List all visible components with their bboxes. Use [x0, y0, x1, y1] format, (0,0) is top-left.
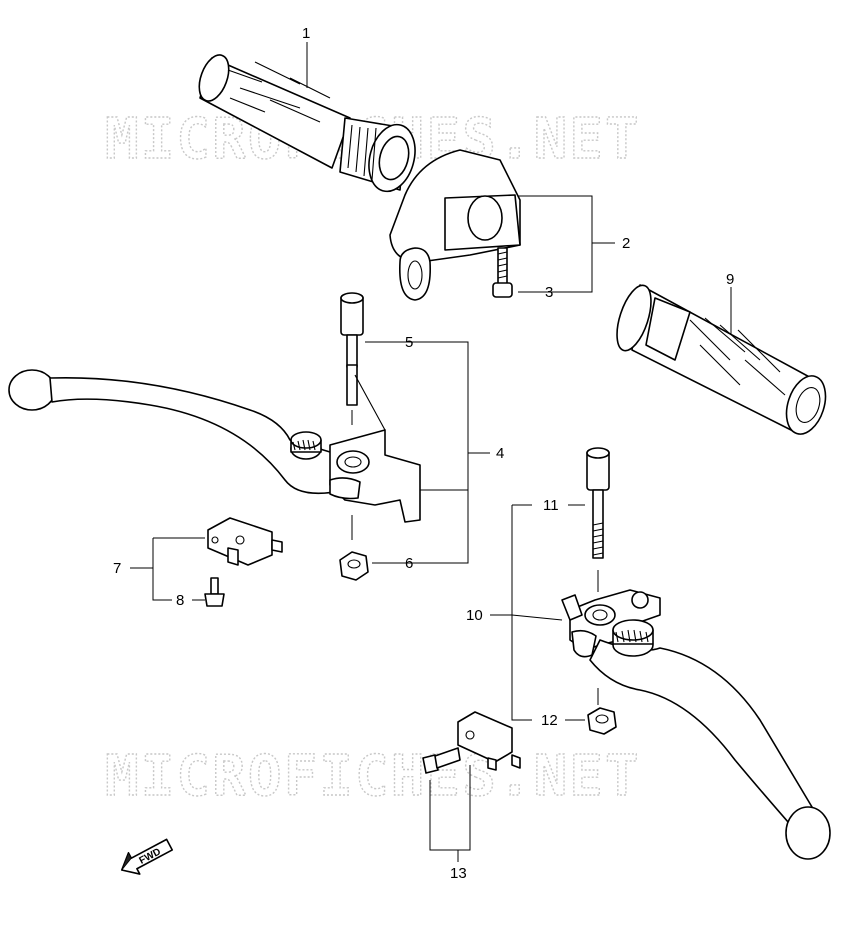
- callout-numbers: 1 2 3 9 5 4 6 7 8 11 10 12 13: [113, 25, 734, 882]
- callout-10: 10: [466, 607, 483, 624]
- lever-left: [8, 369, 421, 523]
- callout-5: 5: [405, 334, 413, 351]
- throttle-housing: [389, 149, 521, 301]
- callout-4: 4: [496, 445, 504, 462]
- callout-2: 2: [622, 235, 630, 252]
- fwd-badge: FWD: [120, 838, 174, 875]
- switch-screw-left: [204, 577, 225, 607]
- callout-9: 9: [726, 271, 734, 288]
- lever-nut-left: [339, 551, 369, 581]
- switch-right: [422, 711, 521, 774]
- housing-screw: [492, 247, 513, 298]
- switch-left: [207, 517, 283, 566]
- fwd-badge-label: FWD: [138, 846, 163, 866]
- leader-lines: [130, 42, 732, 862]
- watermark-bottom: MICROFICHES.NET: [105, 744, 641, 809]
- throttle-grip: [198, 54, 416, 193]
- callout-3: 3: [545, 284, 553, 301]
- lever-pivot-bolt-right: [586, 447, 610, 559]
- callout-11: 11: [543, 497, 559, 514]
- callout-8: 8: [176, 592, 184, 609]
- right-grip: [616, 284, 827, 435]
- callout-12: 12: [541, 712, 558, 729]
- callout-7: 7: [113, 560, 121, 577]
- lever-nut-right: [587, 707, 617, 735]
- lever-right: [561, 589, 831, 860]
- lever-pivot-bolt-left: [340, 292, 364, 406]
- callout-13: 13: [450, 865, 467, 882]
- callout-6: 6: [405, 555, 413, 572]
- callout-1: 1: [302, 25, 310, 42]
